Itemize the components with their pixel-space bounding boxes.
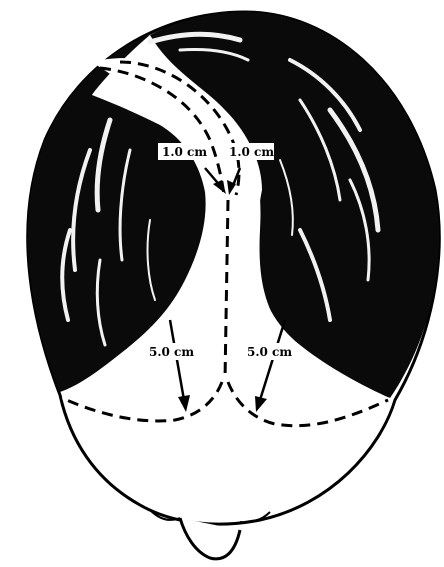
label-outer-right: 5.0 cm [247, 345, 292, 359]
label-inner-left: 1.0 cm [162, 145, 207, 159]
label-inner-right: 1.0 cm [229, 145, 274, 159]
label-outer-left: 5.0 cm [149, 345, 194, 359]
